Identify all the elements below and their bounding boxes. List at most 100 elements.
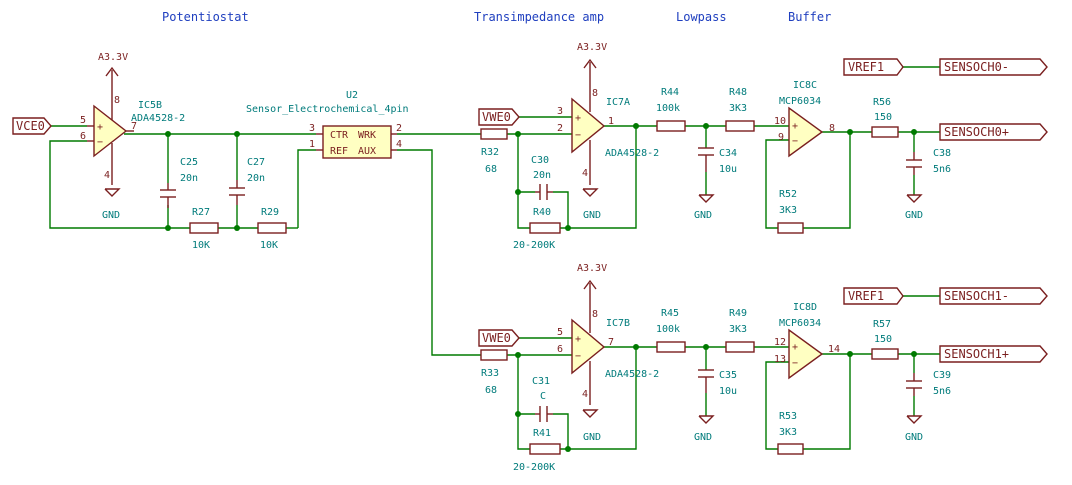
resistor-r32: R32 68 xyxy=(480,128,508,175)
svg-text:C31: C31 xyxy=(532,376,550,387)
svg-text:10u: 10u xyxy=(719,386,737,397)
svg-text:100k: 100k xyxy=(656,103,680,114)
svg-text:SENSOCH0-: SENSOCH0- xyxy=(944,60,1009,74)
svg-text:GND: GND xyxy=(905,210,923,221)
power-a33-ic7a: A3.3V xyxy=(577,42,607,69)
resistor-r57: R57 150 xyxy=(871,319,899,360)
capacitor-c34: C34 10u xyxy=(698,147,737,175)
svg-text:150: 150 xyxy=(874,112,892,123)
power-a33-ic5b: A3.3V xyxy=(98,52,128,77)
resistor-r27: R27 10K xyxy=(189,207,219,251)
svg-text:68: 68 xyxy=(485,385,497,396)
svg-text:MCP6034: MCP6034 xyxy=(779,96,821,107)
svg-text:20-200K: 20-200K xyxy=(513,240,555,251)
svg-text:6: 6 xyxy=(557,344,563,355)
svg-text:−: − xyxy=(97,137,103,148)
svg-text:R27: R27 xyxy=(192,207,210,218)
svg-text:CTR: CTR xyxy=(330,130,349,141)
heading-transimpedance: Transimpedance amp xyxy=(474,10,604,24)
svg-text:C27: C27 xyxy=(247,157,265,168)
svg-text:C38: C38 xyxy=(933,148,951,159)
resistor-r44: R44 100k xyxy=(656,87,686,132)
svg-text:IC8D: IC8D xyxy=(793,302,817,313)
svg-text:3K3: 3K3 xyxy=(729,103,747,114)
svg-text:+: + xyxy=(575,113,581,124)
svg-text:IC7A: IC7A xyxy=(606,97,630,108)
resistor-r48: R48 3K3 xyxy=(725,87,755,132)
svg-text:2: 2 xyxy=(557,123,563,134)
junctions xyxy=(165,123,917,452)
svg-text:−: − xyxy=(792,136,798,147)
svg-text:A3.3V: A3.3V xyxy=(577,42,607,53)
svg-text:GND: GND xyxy=(694,210,712,221)
svg-text:5: 5 xyxy=(80,115,86,126)
label-vwe0-bottom: VWE0 xyxy=(478,329,520,347)
svg-text:9: 9 xyxy=(778,132,784,143)
label-sensoch0-pos: SENSOCH0+ xyxy=(939,123,1048,141)
resistor-r56: R56 150 xyxy=(871,97,899,138)
svg-text:IC5B: IC5B xyxy=(138,100,162,111)
svg-text:5: 5 xyxy=(557,327,563,338)
svg-text:R45: R45 xyxy=(661,308,679,319)
svg-text:+: + xyxy=(792,121,798,132)
svg-text:100k: 100k xyxy=(656,324,680,335)
svg-text:AUX: AUX xyxy=(358,146,376,157)
svg-text:IC8C: IC8C xyxy=(793,80,817,91)
svg-text:A3.3V: A3.3V xyxy=(98,52,128,63)
svg-text:20n: 20n xyxy=(180,173,198,184)
svg-text:C35: C35 xyxy=(719,370,737,381)
capacitor-c30: C30 20n xyxy=(531,155,553,200)
gnd-c35: GND xyxy=(694,415,715,443)
opamp-ic8c: + − 10 9 8 IC8C MCP6034 xyxy=(774,80,835,158)
svg-text:150: 150 xyxy=(874,334,892,345)
svg-text:10K: 10K xyxy=(260,240,278,251)
svg-text:20-200K: 20-200K xyxy=(513,462,555,473)
svg-text:VCE0: VCE0 xyxy=(16,119,45,133)
svg-text:4: 4 xyxy=(104,170,110,181)
svg-text:+: + xyxy=(97,122,103,133)
svg-text:7: 7 xyxy=(608,337,614,348)
svg-text:R56: R56 xyxy=(873,97,891,108)
svg-text:C39: C39 xyxy=(933,370,951,381)
svg-text:R52: R52 xyxy=(779,189,797,200)
svg-text:1: 1 xyxy=(309,139,315,150)
opamp-ic5b: + − 5 6 7 8 4 IC5B ADA4528-2 xyxy=(80,70,185,185)
resistor-r53: R53 3K3 xyxy=(777,411,804,455)
svg-text:14: 14 xyxy=(828,344,840,355)
svg-text:SENSOCH1+: SENSOCH1+ xyxy=(944,347,1009,361)
svg-text:C30: C30 xyxy=(531,155,549,166)
resistor-r29: R29 10K xyxy=(257,207,287,251)
gnd-ic7b: GND xyxy=(582,409,601,443)
svg-text:REF: REF xyxy=(330,146,348,157)
resistor-r49: R49 3K3 xyxy=(725,308,755,353)
capacitor-c39: C39 5n6 xyxy=(906,370,951,397)
svg-text:VWE0: VWE0 xyxy=(482,331,511,345)
svg-text:R29: R29 xyxy=(261,207,279,218)
wires xyxy=(49,66,940,450)
gnd-ic7a: GND xyxy=(582,188,601,221)
svg-text:3: 3 xyxy=(309,123,315,134)
svg-text:+: + xyxy=(575,334,581,345)
capacitor-c25: C25 20n xyxy=(160,157,198,208)
resistor-r40: R40 20-200K xyxy=(513,207,561,251)
opamp-ic8d: + − 12 13 14 IC8D MCP6034 xyxy=(774,302,840,380)
label-sensoch0-neg: SENSOCH0- xyxy=(939,58,1048,76)
sensor-u2: CTR WRK REF AUX 3 1 2 4 U2 Sensor_Electr… xyxy=(246,90,409,159)
power-a33-ic7b: A3.3V xyxy=(577,263,607,290)
heading-lowpass: Lowpass xyxy=(676,10,727,24)
svg-text:+: + xyxy=(792,342,798,353)
svg-text:1: 1 xyxy=(608,116,614,127)
svg-text:3K3: 3K3 xyxy=(729,324,747,335)
svg-text:4: 4 xyxy=(582,389,588,400)
heading-potentiostat: Potentiostat xyxy=(162,10,249,24)
svg-text:R40: R40 xyxy=(533,207,551,218)
svg-text:VREF1: VREF1 xyxy=(848,289,884,303)
label-sensoch1-pos: SENSOCH1+ xyxy=(939,345,1048,363)
heading-buffer: Buffer xyxy=(788,10,831,24)
svg-text:3K3: 3K3 xyxy=(779,205,797,216)
label-vwe0-top: VWE0 xyxy=(478,108,520,126)
svg-text:13: 13 xyxy=(774,354,786,365)
resistor-r45: R45 100k xyxy=(656,308,686,353)
svg-text:Sensor_Electrochemical_4pin: Sensor_Electrochemical_4pin xyxy=(246,104,409,115)
